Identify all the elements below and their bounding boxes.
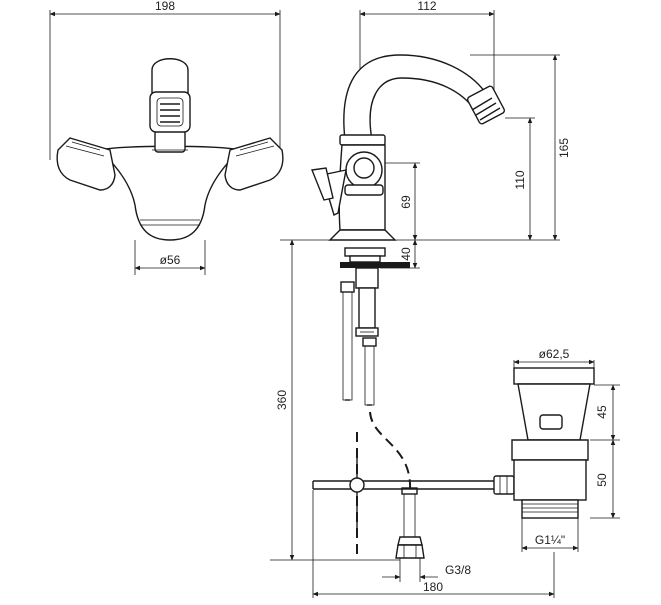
dim-base-diameter: ø56 [160, 253, 181, 267]
dim-drain-body-height: 50 [595, 473, 609, 487]
front-view: 198 ø56 [49, 0, 284, 275]
dim-deck-thickness: 40 [399, 247, 413, 261]
dim-drain-head-height: 45 [595, 405, 609, 419]
dim-lever-height: 69 [399, 195, 413, 209]
dim-hose-length: 360 [275, 390, 289, 410]
dim-drain-thread: G1¼" [535, 533, 565, 547]
dim-width-198: 198 [155, 0, 175, 13]
drain-assembly: ø62,5 45 50 G1¼" 180 [312, 347, 620, 598]
dim-drain-diameter: ø62,5 [539, 347, 570, 361]
dim-spout-height: 110 [513, 170, 527, 189]
side-view: 112 165 110 69 40 [270, 0, 571, 582]
dim-rod-length: 180 [423, 580, 443, 594]
dim-overall-height: 165 [557, 138, 571, 158]
dim-inlet-thread: G3/8 [445, 563, 471, 577]
dim-depth-112: 112 [417, 0, 436, 13]
